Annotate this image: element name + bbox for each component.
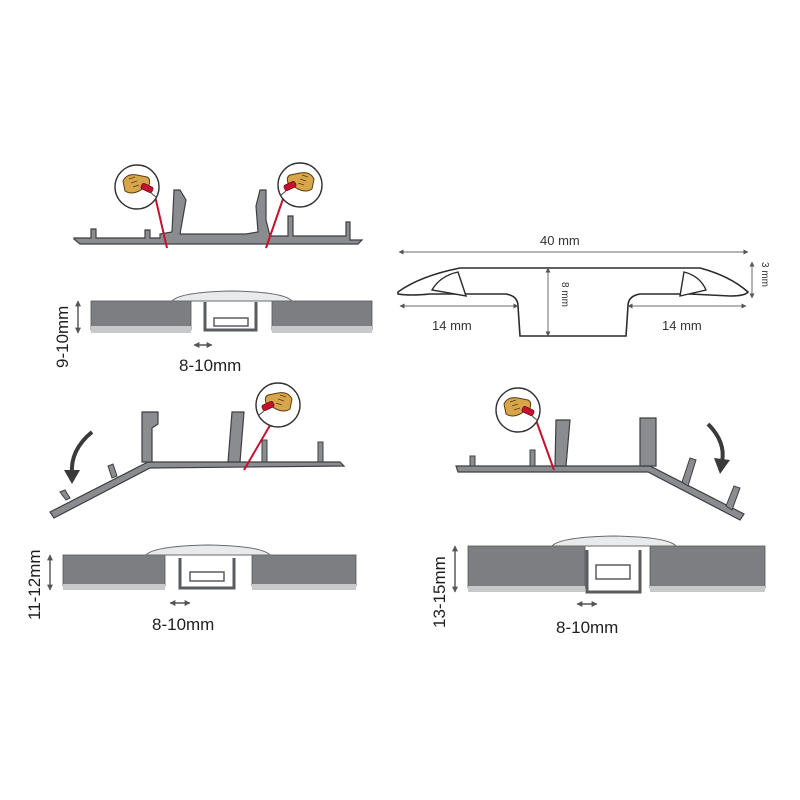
- bottom-left-profile: [49, 382, 346, 519]
- profile-right-wing-label: 14 mm: [662, 318, 702, 333]
- bottom-right-floor: [452, 535, 766, 607]
- profile-width-label: 40 mm: [540, 233, 580, 248]
- bottom-right-profile: [455, 387, 745, 521]
- bottom-left-thickness-label: 11-12mm: [25, 549, 44, 620]
- bottom-left-gap-label: 8-10mm: [152, 615, 214, 634]
- top-left-gap-label: 8-10mm: [179, 356, 241, 375]
- bottom-right-gap-label: 8-10mm: [556, 618, 618, 637]
- bottom-right-thickness-label: 13-15mm: [430, 556, 449, 628]
- profile-cross-section: [397, 249, 755, 337]
- profile-stem-height-label: 8 mm: [559, 282, 570, 307]
- rotate-arrow-icon: [69, 430, 94, 475]
- profile-left-wing-label: 14 mm: [432, 318, 472, 333]
- cut-line-right: [265, 195, 285, 249]
- bottom-left-floor: [47, 544, 357, 606]
- top-left-floor: [75, 290, 373, 348]
- profile-edge-height-label: 3 mm: [759, 262, 770, 287]
- top-left-thickness-label: 9-10mm: [53, 306, 72, 368]
- top-left-profile: [73, 162, 364, 249]
- knife-cut-icon: [277, 162, 323, 208]
- rotate-arrow-icon: [706, 422, 725, 463]
- knife-cut-icon: [495, 387, 541, 433]
- knife-cut-icon: [255, 382, 301, 428]
- cut-line-left: [154, 195, 168, 249]
- knife-cut-icon: [114, 164, 160, 210]
